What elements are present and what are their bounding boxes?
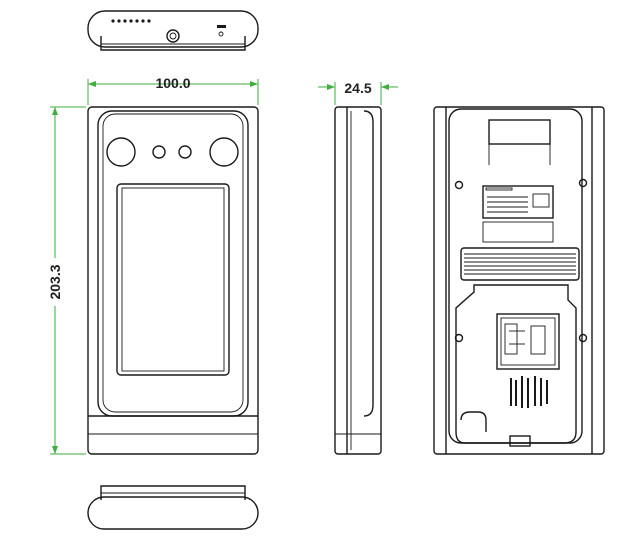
side-view [334,106,382,455]
left-camera [106,137,136,167]
depth-dimension [318,82,398,105]
top-port-circle [166,29,180,43]
front-view [87,106,259,455]
usb-slot [217,25,226,28]
vent-grille [460,247,580,281]
label-plate [482,185,554,219]
wiring-cavity [455,284,577,444]
width-dimension [87,79,259,105]
cable-notch [509,435,531,447]
height-dimension [45,106,86,455]
speaker-holes [111,19,151,23]
right-camera [209,137,239,167]
top-view [87,10,259,51]
bottom-view [87,485,259,530]
touch-screen [116,183,230,376]
sensor-left [152,145,166,159]
terminal-labels [510,376,548,408]
vent-slats [464,253,576,275]
back-view [433,106,605,455]
sensor-right [178,145,192,159]
connector-block [496,313,560,370]
height-label: 203.3 [47,264,63,299]
depth-label: 24.5 [344,80,371,96]
mount-tab [488,119,551,145]
width-label: 100.0 [155,75,190,91]
